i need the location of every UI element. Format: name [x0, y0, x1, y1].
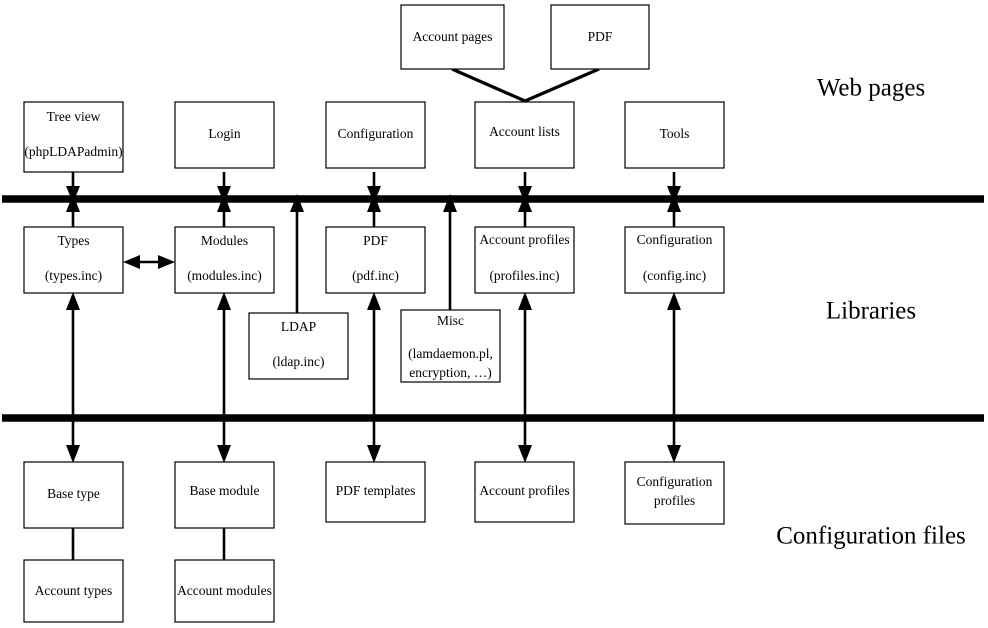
node-account-pages-line-1: Account pages — [413, 29, 493, 44]
connector-pdf-lib-to-pdf-templates — [367, 292, 381, 463]
node-tools-line-1: Tools — [660, 126, 690, 141]
node-tree-view-line-1: Tree view — [47, 109, 101, 124]
connector-types-up — [66, 194, 80, 227]
connector-misc-up — [443, 194, 457, 313]
connector-configuration-lib-to-profiles — [667, 292, 681, 463]
node-pdf-top-line-1: PDF — [588, 29, 613, 44]
connector-types-to-base-type — [66, 292, 80, 463]
connector-account-profiles-lib-up — [518, 194, 532, 227]
node-modules-lib[interactable]: Modules (modules.inc) — [174, 226, 275, 294]
node-types-lib-line-2: (types.inc) — [45, 268, 102, 283]
node-configuration-profiles-file-line-1: Configuration — [637, 474, 713, 489]
node-pdf-templates-line-1: PDF templates — [336, 483, 416, 498]
node-modules-lib-line-1: Modules — [201, 233, 248, 248]
node-login[interactable]: Login — [174, 101, 275, 169]
node-base-module[interactable]: Base module — [174, 461, 275, 529]
node-ldap-lib[interactable]: LDAP (ldap.inc) — [248, 312, 349, 380]
node-configuration-page-line-1: Configuration — [338, 126, 414, 141]
node-pdf-top[interactable]: PDF — [550, 4, 650, 70]
node-pdf-lib-line-1: PDF — [363, 233, 388, 248]
node-base-type-line-1: Base type — [47, 486, 100, 501]
node-tree-view-line-2: (phpLDAPadmin) — [24, 144, 122, 159]
section-label-libraries: Libraries — [826, 298, 916, 325]
node-configuration-lib[interactable]: Configuration (config.inc) — [624, 226, 725, 294]
node-login-line-1: Login — [208, 126, 240, 141]
node-configuration-lib-line-2: (config.inc) — [643, 268, 706, 283]
node-account-types[interactable]: Account types — [23, 559, 124, 623]
node-base-module-line-1: Base module — [189, 483, 259, 498]
node-pdf-lib[interactable]: PDF (pdf.inc) — [325, 226, 426, 294]
node-modules-lib-line-2: (modules.inc) — [187, 268, 262, 283]
node-account-profiles-file[interactable]: Account profiles — [474, 461, 575, 523]
node-pdf-templates[interactable]: PDF templates — [325, 461, 426, 523]
node-ldap-lib-line-2: (ldap.inc) — [272, 354, 324, 369]
node-account-types-line-1: Account types — [35, 583, 113, 598]
section-label-configuration-files: Configuration files — [776, 523, 966, 550]
node-account-lists[interactable]: Account lists — [474, 101, 575, 169]
connector-pdf-to-account-lists — [524, 67, 600, 103]
node-account-modules[interactable]: Account modules — [174, 559, 275, 623]
node-misc-lib[interactable]: Misc (lamdaemon.pl, encryption, …) — [400, 309, 501, 383]
node-configuration-profiles-file-line-2: profiles — [654, 493, 695, 508]
connector-configuration-lib-up — [667, 194, 681, 227]
node-ldap-lib-line-1: LDAP — [281, 319, 316, 334]
node-account-profiles-file-line-1: Account profiles — [479, 483, 569, 498]
node-account-profiles-lib-line-2: (profiles.inc) — [489, 268, 559, 283]
node-account-lists-line-1: Account lists — [489, 124, 560, 139]
node-misc-lib-line-3: encryption, …) — [409, 365, 491, 380]
node-tools[interactable]: Tools — [624, 101, 725, 169]
node-account-profiles-lib-line-1: Account profiles — [479, 232, 569, 247]
node-configuration-page[interactable]: Configuration — [325, 101, 426, 169]
connector-types-modules-bidirectional — [123, 255, 175, 269]
connector-modules-up — [217, 194, 231, 227]
connector-modules-to-base-module — [217, 292, 231, 463]
node-misc-lib-line-1: Misc — [437, 313, 464, 328]
node-tree-view[interactable]: Tree view (phpLDAPadmin) — [23, 101, 124, 173]
node-types-lib-line-1: Types — [57, 233, 89, 248]
node-configuration-profiles-file[interactable]: Configuration profiles — [624, 461, 725, 525]
node-types-lib[interactable]: Types (types.inc) — [23, 226, 124, 294]
node-account-modules-line-1: Account modules — [177, 583, 272, 598]
node-configuration-lib-line-1: Configuration — [637, 232, 713, 247]
connector-ldap-up — [290, 194, 304, 313]
node-base-type[interactable]: Base type — [23, 461, 124, 529]
connector-pdf-lib-up — [367, 194, 381, 227]
connector-account-profiles-lib-to-file — [518, 292, 532, 463]
connector-account-pages-to-account-lists — [451, 67, 526, 103]
section-label-web-pages: Web pages — [817, 75, 925, 102]
node-pdf-lib-line-2: (pdf.inc) — [352, 268, 399, 283]
node-misc-lib-line-2: (lamdaemon.pl, — [408, 346, 493, 361]
node-account-profiles-lib[interactable]: Account profiles (profiles.inc) — [474, 226, 575, 294]
node-account-pages[interactable]: Account pages — [400, 4, 505, 70]
